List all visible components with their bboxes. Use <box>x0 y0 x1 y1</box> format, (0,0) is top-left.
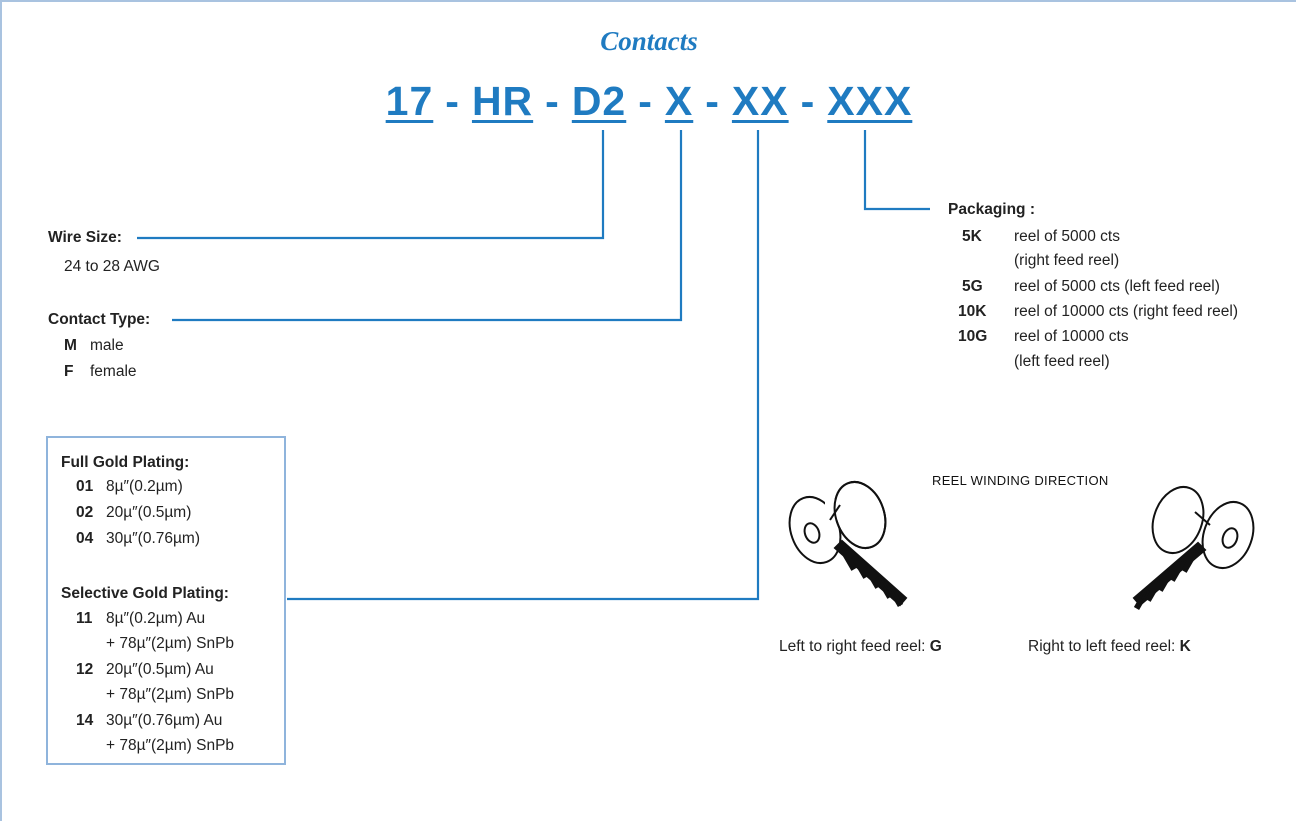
pn-segment-packaging: XXX <box>827 78 913 124</box>
wire-size-value: 24 to 28 AWG <box>64 258 160 275</box>
packaging-heading: Packaging : <box>948 201 1035 218</box>
packaging-connector <box>863 130 930 211</box>
option-desc: reel of 5000 cts (left feed reel) <box>1014 278 1220 295</box>
option-code: 01 <box>76 478 94 495</box>
option-desc: 30µ″(0.76µm) Au <box>106 712 223 729</box>
selective-gold-heading: Selective Gold Plating: <box>61 585 229 602</box>
caption-code: G <box>929 638 942 655</box>
option-desc: 30µ″(0.76µm) <box>106 530 200 547</box>
plating-connector <box>287 130 760 601</box>
pn-separator: - <box>445 78 460 124</box>
wire-size-heading: Wire Size: <box>48 229 122 246</box>
caption-code: K <box>1179 638 1191 655</box>
option-code: 02 <box>76 504 94 521</box>
plating-option: 12 20µ″(0.5µm) Au <box>76 659 214 681</box>
packaging-option: 5G reel of 5000 cts (left feed reel) <box>962 276 1220 298</box>
caption-text: Right to left feed reel: <box>1028 638 1176 655</box>
option-code: 14 <box>76 712 94 729</box>
full-gold-heading: Full Gold Plating: <box>61 454 190 471</box>
pn-segment-plating: XX <box>731 78 789 124</box>
plating-option: 04 30µ″(0.76µm) <box>76 528 200 550</box>
packaging-option: 10K reel of 10000 cts (right feed reel) <box>958 301 1238 323</box>
pn-segment-family: HR <box>471 78 534 124</box>
pn-separator: - <box>705 78 720 124</box>
option-desc: 20µ″(0.5µm) Au <box>106 661 214 678</box>
option-desc-cont: + 78µ″(2µm) SnPb <box>106 635 235 652</box>
option-desc: reel of 10000 cts (right feed reel) <box>1014 303 1239 320</box>
caption-text: Left to right feed reel: <box>779 638 926 655</box>
contact-type-connector <box>172 130 683 322</box>
pn-separator: - <box>638 78 653 124</box>
option-desc: 8µ″(0.2µm) <box>106 478 183 495</box>
option-desc: reel of 10000 cts <box>1014 328 1129 345</box>
left-reel-illustration <box>788 481 908 608</box>
packaging-option: 10G reel of 10000 cts <box>958 326 1129 348</box>
option-code: 5K <box>962 228 982 245</box>
pn-segment-contact-type: X <box>664 78 694 124</box>
wire-size-connector <box>137 130 605 240</box>
packaging-option: 5K reel of 5000 cts <box>962 226 1120 248</box>
option-desc: female <box>90 363 137 380</box>
plating-option: 14 30µ″(0.76µm) Au <box>76 710 222 732</box>
option-code: 5G <box>962 278 983 295</box>
option-code: 10G <box>958 328 988 345</box>
option-desc-cont: (right feed reel) <box>1014 252 1120 269</box>
option-code: F <box>64 363 74 380</box>
reel-winding-title: REEL WINDING DIRECTION <box>932 473 1109 488</box>
contact-type-heading: Contact Type: <box>48 311 151 328</box>
option-desc-cont: + 78µ″(2µm) SnPb <box>106 686 235 703</box>
option-desc-cont: (left feed reel) <box>1014 353 1110 370</box>
option-desc: reel of 5000 cts <box>1014 228 1120 245</box>
left-feed-caption: Left to right feed reel: G <box>779 638 942 656</box>
option-desc-cont: + 78µ″(2µm) SnPb <box>106 737 235 754</box>
pn-separator: - <box>800 78 816 124</box>
plating-option: 11 8µ″(0.2µm) Au <box>76 608 205 630</box>
pn-separator: - <box>545 78 560 124</box>
right-reel-illustration <box>1132 486 1255 611</box>
plating-option: 02 20µ″(0.5µm) <box>76 502 191 524</box>
option-code: 12 <box>76 661 94 678</box>
option-code: 11 <box>76 610 93 627</box>
right-feed-caption: Right to left feed reel: K <box>1028 638 1191 656</box>
option-desc: 20µ″(0.5µm) <box>106 504 192 521</box>
part-number: 17-HR-D2-X-XX-XXX <box>0 78 1298 125</box>
option-desc: male <box>90 337 124 354</box>
pn-segment-wire-size: D2 <box>571 78 627 124</box>
pn-segment-series: 17 <box>385 78 434 124</box>
option-code: M <box>64 337 77 354</box>
option-code: 04 <box>76 530 94 547</box>
option-desc: 8µ″(0.2µm) Au <box>106 610 206 627</box>
option-code: 10K <box>958 303 987 320</box>
plating-box <box>46 436 286 765</box>
plating-option: 01 8µ″(0.2µm) <box>76 476 183 498</box>
diagram-title: Contacts <box>600 26 698 56</box>
